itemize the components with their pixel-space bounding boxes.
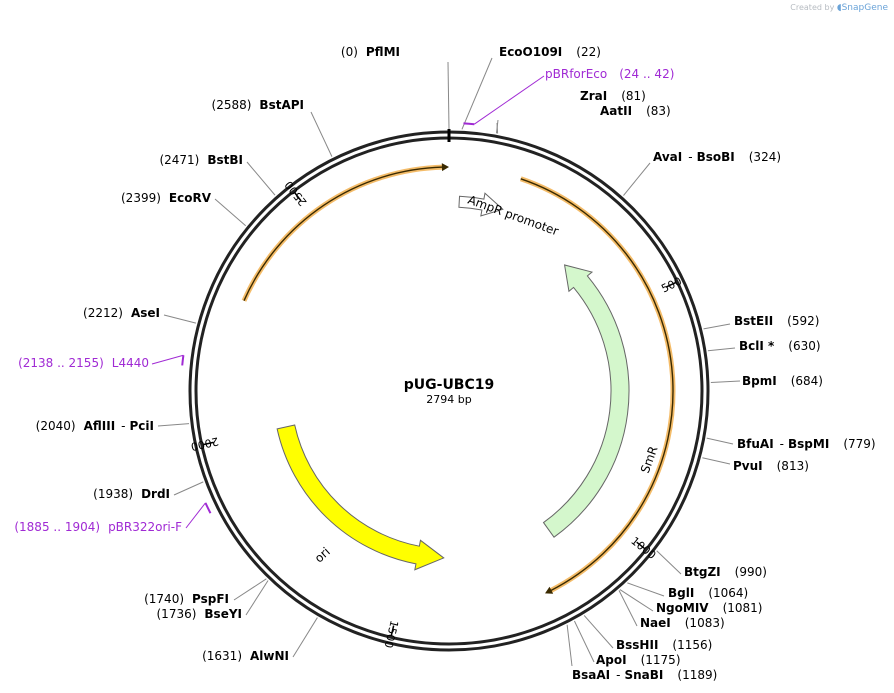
enzyme-aatii: AatII(83) <box>600 104 671 118</box>
primer-l4440: (2138 .. 2155)L4440 <box>18 356 149 370</box>
enzyme-ecoo109i: EcoO109I(22) <box>499 45 601 59</box>
credit-prefix: Created by <box>790 3 835 12</box>
enzyme-leader-line <box>710 380 741 383</box>
enzyme-bstapi: (2588)BstAPI <box>212 98 304 112</box>
enzyme-leader-line <box>496 122 499 134</box>
enzyme-leader-line <box>618 590 638 627</box>
feature-arrow-ampr-promoter[interactable] <box>458 192 504 217</box>
tick-label-1500: 1500 <box>382 619 401 649</box>
enzyme-drdi: (1938)DrdI <box>93 487 170 501</box>
enzyme-leader-line <box>703 323 731 330</box>
enzyme-bpmi: BpmI(684) <box>742 374 823 388</box>
enzyme-bgli: BglI(1064) <box>668 586 748 600</box>
tick-2500 <box>294 192 302 202</box>
enzyme-avai-bsobi: AvaI-BsoBI(324) <box>653 150 781 164</box>
enzyme-leader-line <box>706 437 734 445</box>
enzyme-ecorv: (2399)EcoRV <box>121 191 212 205</box>
enzyme-leader-line <box>163 314 197 324</box>
enzyme-leader-line <box>214 198 247 227</box>
primer-marker-l4440[interactable] <box>181 355 185 366</box>
enzyme-pflmi: (0)PflMI <box>341 45 400 59</box>
feature-label-ori: ori <box>312 545 333 566</box>
plasmid-name: pUG-UBC19 <box>404 377 495 393</box>
enzyme-bcli: BclI *(630) <box>739 339 821 353</box>
orf-arrowhead-1 <box>441 163 449 172</box>
enzyme-leader-line <box>245 580 269 616</box>
enzyme-bseyi: (1736)BseYI <box>157 607 243 621</box>
feature-arcs <box>241 163 676 594</box>
enzyme-leader-line <box>623 162 651 196</box>
enzyme-afliii-pcii: (2040)AflIII-PciI <box>36 419 154 433</box>
tick-label-500: 500 <box>659 275 684 296</box>
enzyme-leader-line <box>233 578 267 601</box>
enzyme-pspfi: (1740)PspFI <box>144 592 229 606</box>
enzyme-leader-line <box>707 347 736 352</box>
primer-pbr322ori-f: (1885 .. 1904)pBR322ori-F <box>14 520 182 534</box>
enzyme-ngomiv: NgoMIV(1081) <box>656 601 762 615</box>
enzyme-leader-line <box>173 481 204 496</box>
tick-500 <box>666 281 676 288</box>
enzyme-bsaai-snabi: BsaAI-SnaBI(1189) <box>572 668 717 682</box>
orf-arc-glow-0 <box>519 176 676 593</box>
enzyme-leader-line <box>310 111 333 157</box>
enzyme-leader-line <box>246 161 276 196</box>
orf-arc-0[interactable] <box>520 178 674 592</box>
enzyme-leader-line <box>566 624 573 667</box>
enzyme-naei: NaeI(1083) <box>640 616 725 630</box>
enzyme-leaders <box>151 57 741 667</box>
enzyme-leader-line <box>157 423 190 427</box>
primer-pbrforeco: pBRforEco(24 .. 42) <box>545 67 674 81</box>
orf-arrowhead-0 <box>545 586 554 594</box>
enzyme-alwni: (1631)AlwNI <box>202 649 289 663</box>
primer-leader-line <box>151 354 184 365</box>
enzyme-btgzi: BtgZI(990) <box>684 565 767 579</box>
snapgene-logo: ◖ <box>836 3 842 13</box>
enzyme-bsshii: BssHII(1156) <box>616 638 712 652</box>
primer-marker-pbrforeco[interactable] <box>463 122 475 126</box>
tick-1000 <box>636 541 645 550</box>
feature-label-ampr-promoter: AmpR promoter <box>466 193 560 239</box>
enzyme-leader-line <box>583 615 614 649</box>
primer-leader-line <box>185 502 206 529</box>
orf-arc-glow-1 <box>241 164 444 302</box>
orf-arc-1[interactable] <box>243 166 443 301</box>
enzyme-leader-line <box>461 57 493 130</box>
plasmid-length: 2794 bp <box>426 393 471 406</box>
feature-arrow-smr[interactable] <box>542 264 630 538</box>
feature-arrow-ori[interactable] <box>276 424 445 571</box>
enzyme-leader-line <box>292 617 318 658</box>
enzyme-asei: (2212)AseI <box>83 306 160 320</box>
enzyme-zrai: ZraI(81) <box>580 89 646 103</box>
enzyme-leader-line <box>656 550 682 575</box>
enzyme-leader-line <box>573 620 595 663</box>
enzyme-pvui: PvuI(813) <box>733 459 809 473</box>
primer-marker-pbr322ori-f[interactable] <box>204 502 212 514</box>
tick-2000 <box>203 441 214 446</box>
enzyme-bstbi: (2471)BstBI <box>159 153 243 167</box>
primer-leader-line <box>473 75 545 125</box>
tick-1500 <box>390 625 395 636</box>
enzyme-bfuai-bspmi: BfuAI-BspMI(779) <box>737 437 876 451</box>
enzyme-leader-line <box>627 582 665 597</box>
enzyme-leader-line <box>619 589 654 612</box>
enzyme-bsteii: BstEII(592) <box>734 314 819 328</box>
credit-brand: SnapGene <box>841 3 888 13</box>
enzyme-leader-line <box>702 457 731 465</box>
tick-label-2000: 2000 <box>190 434 220 453</box>
snapgene-credit: Created by ◖SnapGene <box>790 3 888 13</box>
enzyme-apoi: ApoI(1175) <box>596 653 681 667</box>
enzyme-leader-line <box>447 61 450 130</box>
